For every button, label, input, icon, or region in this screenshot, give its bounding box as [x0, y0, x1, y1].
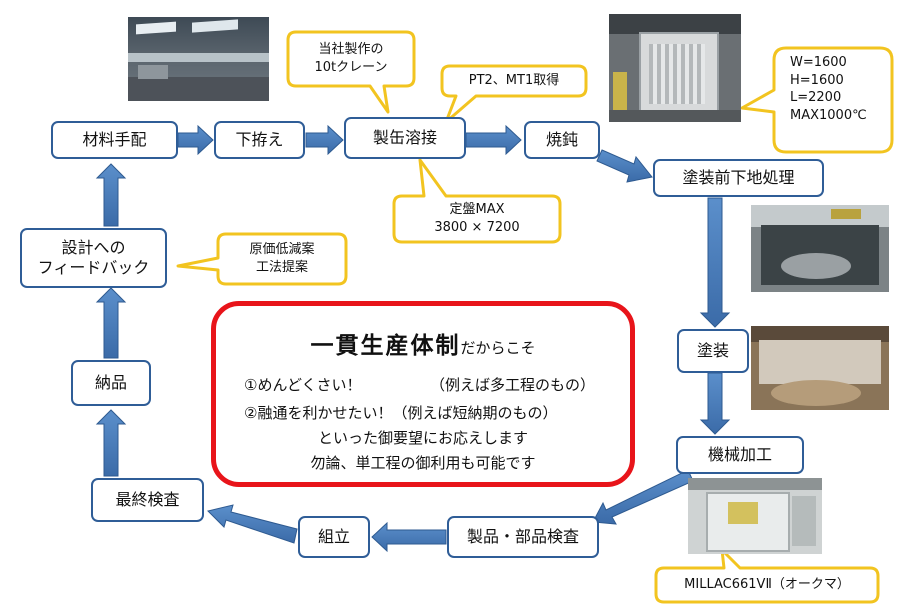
callout-bubble-surface	[392, 158, 562, 244]
callout-cost: 原価低減案 工法提案	[218, 236, 346, 282]
callout-surface-line1: 定盤MAX	[449, 202, 505, 218]
callout-furnace: W=1600 H=1600 L=2200 MAX1000℃	[790, 54, 886, 146]
arrow-feedback-to-material	[95, 163, 127, 227]
furnace-length: L=2200	[790, 90, 842, 106]
step-painting: 塗装	[677, 329, 749, 373]
callout-bubble-machine	[654, 548, 880, 604]
arrow-marking-to-welding	[305, 124, 344, 156]
step-welding: 製缶溶接	[344, 117, 466, 159]
arrow-pretreatment-to-painting	[699, 197, 731, 328]
furnace-max-temp: MAX1000℃	[790, 107, 867, 123]
step-annealing: 焼鈍	[524, 121, 600, 159]
machining-center-photo	[688, 478, 822, 554]
arrow-annealing-to-pretreatment	[596, 149, 653, 183]
arrow-welding-to-annealing	[465, 124, 522, 156]
step-material: 材料手配	[51, 121, 178, 159]
callout-cost-line1: 原価低減案	[249, 242, 315, 258]
arrow-painting-to-machining	[699, 372, 731, 435]
feedback-line2: フィードバック	[37, 258, 150, 277]
callout-machine: MILLAC661VⅡ（オークマ）	[684, 577, 850, 593]
step-final-inspection: 最終検査	[91, 478, 204, 522]
panel-line3: といった御要望にお応えします	[317, 429, 528, 447]
callout-bubble-furnace	[740, 46, 894, 154]
callout-bubble-cost	[176, 232, 348, 286]
panel-line4: 勿論、単工程の御利用も可能です	[310, 454, 536, 472]
callout-crane-line1: 当社製作の	[318, 42, 384, 58]
panel-line1-b: （例えば多工程のもの）	[430, 376, 596, 394]
paint-booth-photo	[751, 326, 889, 410]
panel-line1-a: ①めんどくさい！	[244, 376, 362, 394]
callout-crane-line2: 10tクレーン	[314, 60, 388, 75]
step-pretreatment: 塗装前下地処理	[653, 159, 824, 197]
callout-bubble-cert	[440, 64, 588, 124]
callout-surface: 定盤MAX 3800 × 7200	[394, 198, 560, 240]
step-feedback: 設計への フィードバック	[20, 228, 167, 288]
crane-photo	[128, 17, 269, 101]
callout-surface-line2: 3800 × 7200	[434, 220, 520, 235]
arrow-assembly-to-final	[207, 504, 298, 544]
step-assembly: 組立	[298, 516, 370, 558]
arrow-machining-to-inspection	[592, 469, 694, 525]
callout-cost-line2: 工法提案	[255, 260, 308, 275]
feedback-line1: 設計への	[61, 238, 126, 257]
integrated-production-panel: 一貫生産体制だからこそ ①めんどくさい！ （例えば多工程のもの） ②融通を利かせ…	[211, 301, 635, 487]
panel-title-main: 一貫生産体制	[310, 333, 461, 359]
step-machining: 機械加工	[676, 436, 804, 474]
panel-title: 一貫生産体制だからこそ	[216, 326, 630, 360]
arrow-inspection-to-assembly	[371, 521, 447, 553]
step-delivery: 納品	[71, 360, 151, 406]
step-inspection: 製品・部品検査	[447, 516, 599, 558]
panel-title-suffix: だからこそ	[460, 339, 536, 357]
panel-line2: ②融通を利かせたい！（例えば短納期のもの）	[244, 404, 558, 422]
blast-booth-photo	[751, 205, 889, 292]
step-marking: 下拵え	[214, 121, 305, 159]
arrow-final-to-delivery	[95, 409, 127, 477]
callout-cert: PT2、MT1取得	[468, 73, 560, 89]
furnace-photo	[609, 14, 741, 122]
arrow-delivery-to-feedback	[95, 287, 127, 359]
arrow-material-to-marking	[177, 124, 214, 156]
furnace-width: W=1600	[790, 55, 847, 70]
callout-bubble-crane	[286, 30, 416, 114]
callout-crane: 当社製作の 10tクレーン	[288, 34, 414, 84]
furnace-height: H=1600	[790, 72, 844, 88]
